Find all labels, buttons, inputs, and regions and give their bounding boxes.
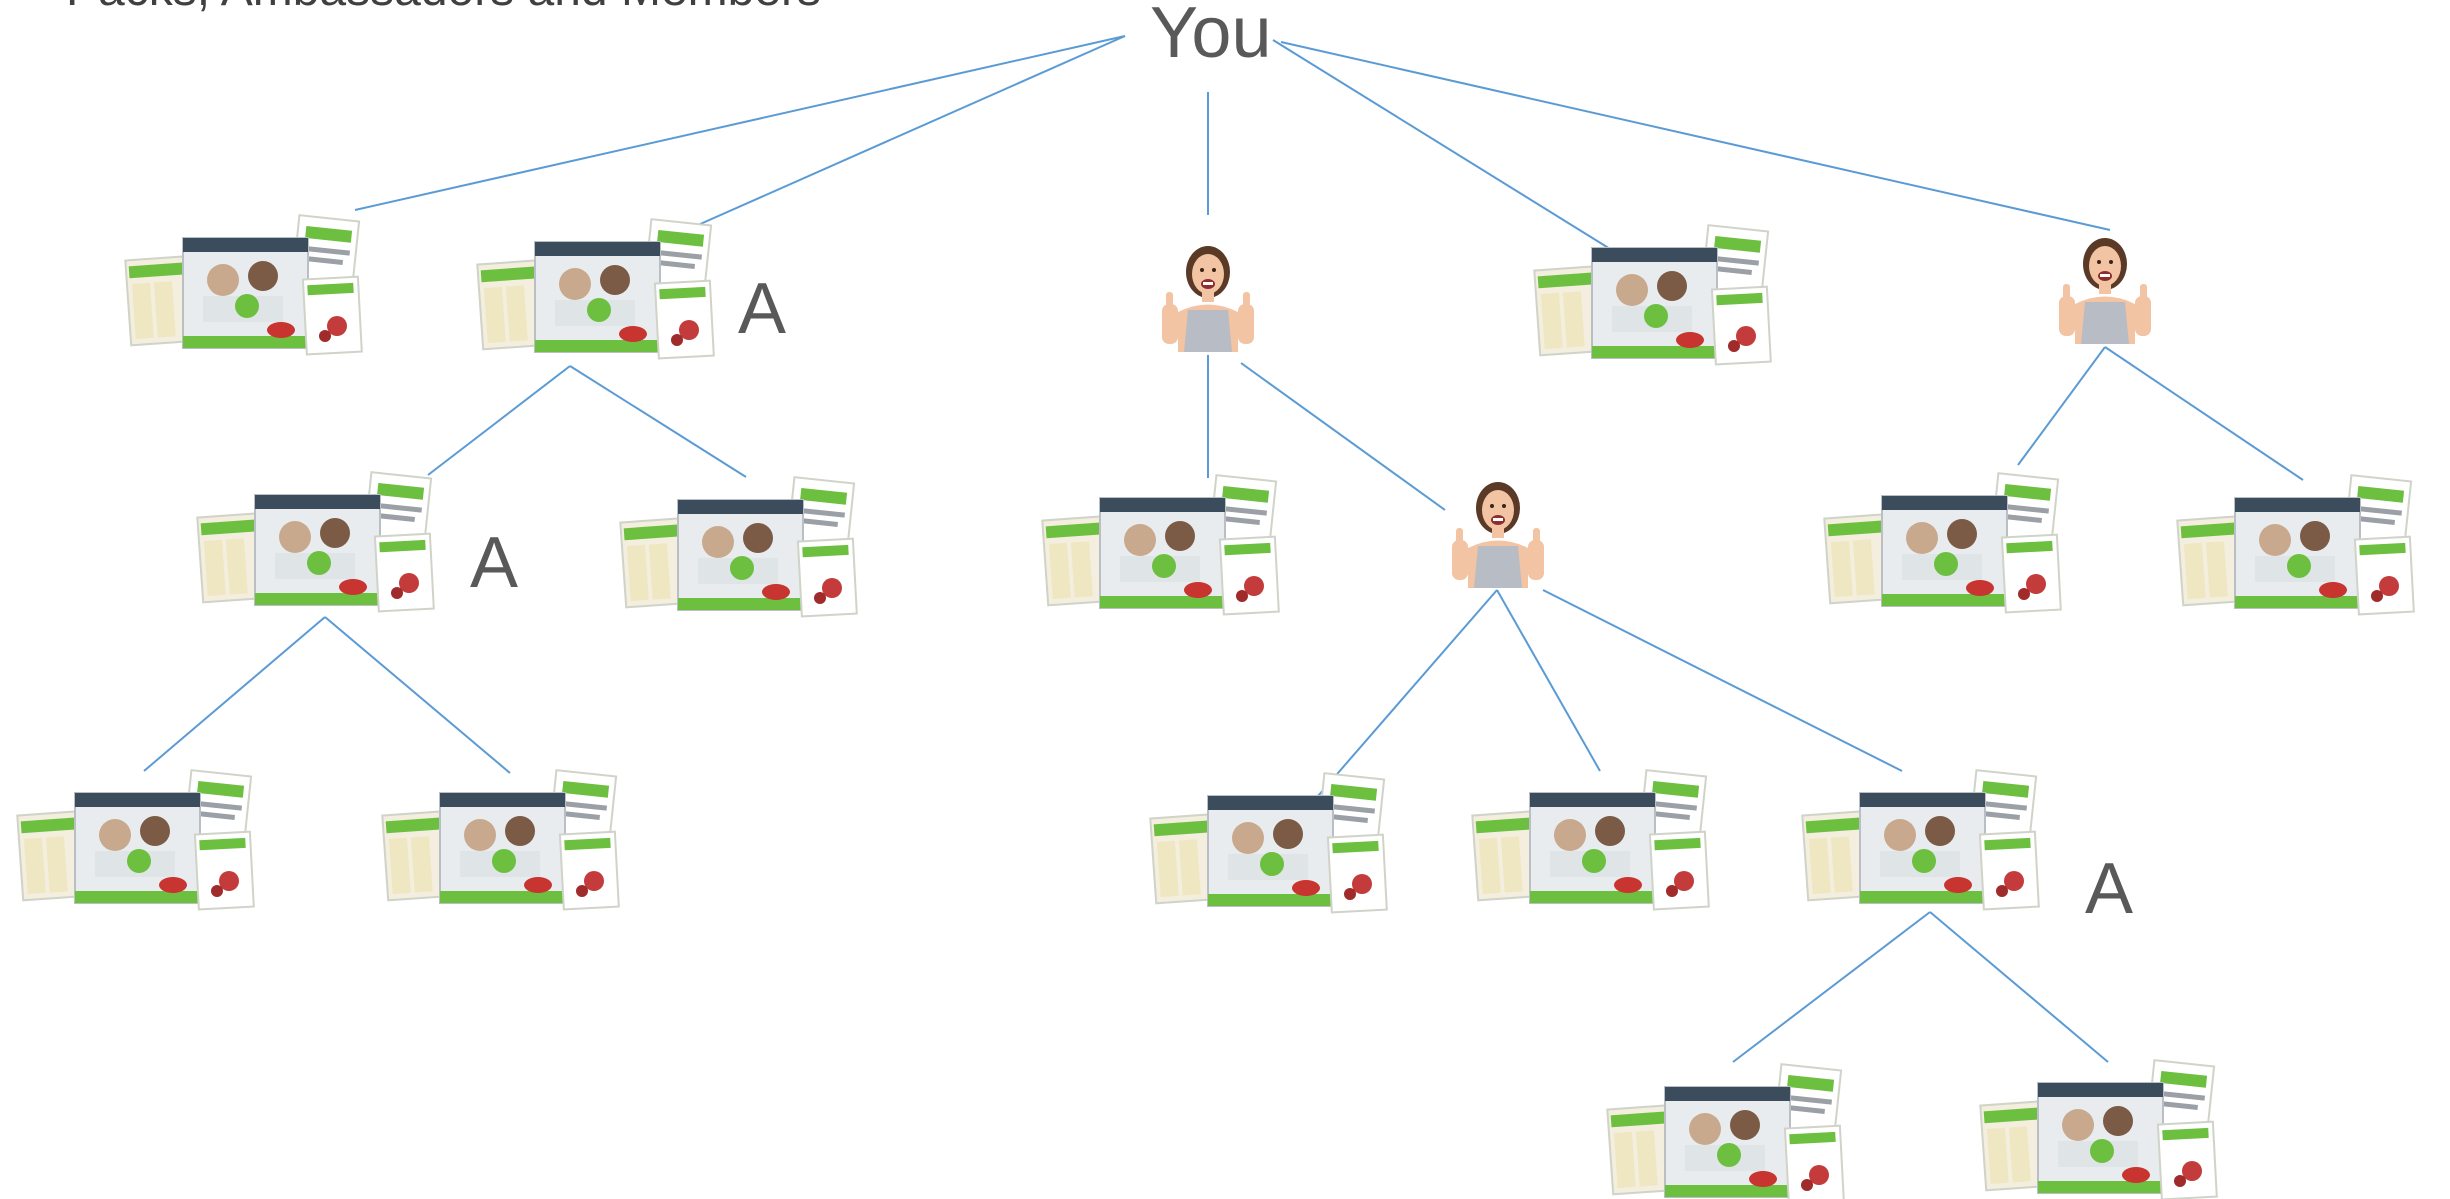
connector-line (697, 35, 1126, 226)
nutrition-pack-icon (1823, 472, 2062, 614)
connector-line (324, 616, 511, 774)
nutrition-pack-icon (1533, 224, 1772, 366)
connector-line (1272, 39, 1616, 253)
nutrition-pack-icon (124, 214, 363, 356)
ambassador-person-icon (1452, 482, 1544, 588)
connector-line (1317, 589, 1498, 797)
ambassador-mark: A (2085, 849, 2134, 929)
connector-line (1732, 911, 1931, 1063)
nutrition-pack-icon (381, 769, 620, 911)
ambassador-mark: A (738, 269, 787, 349)
connector-line (354, 35, 1126, 211)
nutrition-pack-icon (619, 476, 858, 618)
ambassador-mark: A (470, 523, 519, 603)
connector-line (427, 365, 571, 476)
nutrition-pack-icon (1471, 769, 1710, 911)
nutrition-pack-icon (1801, 769, 2040, 911)
nutrition-pack-icon (1606, 1063, 1845, 1199)
connector-line (1280, 41, 2111, 231)
nutrition-pack-icon (1979, 1059, 2218, 1199)
ambassador-person-icon (2059, 238, 2151, 344)
nutrition-pack-icon (16, 769, 255, 911)
connector-line (1240, 362, 1446, 511)
nutrition-pack-icon (2176, 474, 2415, 616)
nutrition-pack-icon (196, 471, 435, 613)
connector-line (569, 365, 747, 478)
root-label-you: You (1150, 0, 1272, 73)
connector-line (1496, 589, 1601, 772)
nutrition-pack-icon (1149, 772, 1388, 914)
connectors (143, 35, 2304, 1063)
connector-line (2104, 346, 2304, 481)
connector-line (1929, 911, 2109, 1063)
connector-line (143, 616, 326, 772)
nutrition-pack-icon (476, 218, 715, 360)
ambassador-person-icon (1162, 246, 1254, 352)
nutrition-pack-icon (1041, 474, 1280, 616)
diagram-caption: Packs, Ambassadors and Members (66, 0, 821, 17)
connector-line (1542, 589, 1903, 772)
connector-line (2017, 346, 2106, 466)
